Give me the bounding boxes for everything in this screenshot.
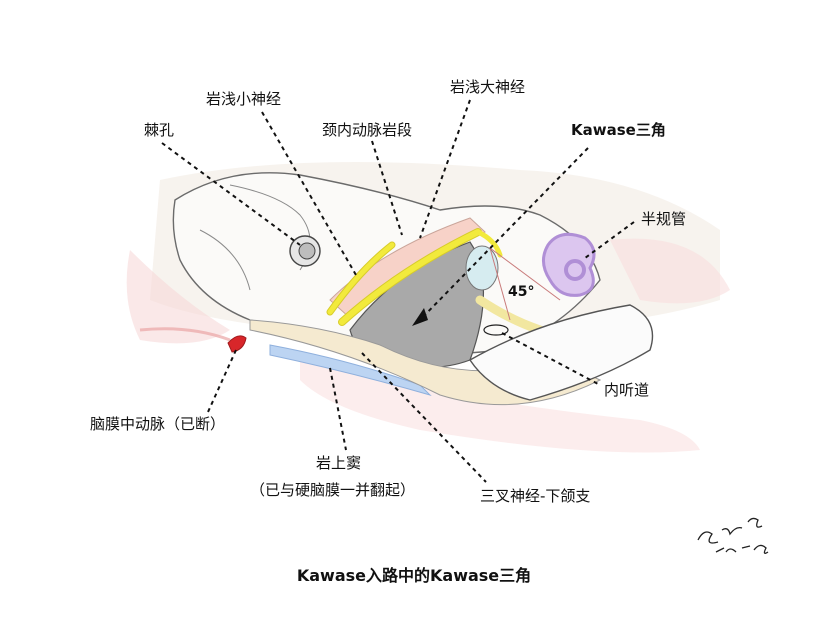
label-kawase-triangle: Kawase三角 <box>571 121 666 139</box>
label-greater-petrosal-nerve: 岩浅大神经 <box>450 78 526 96</box>
artery-trace <box>139 327 231 342</box>
iac-canal <box>475 295 545 335</box>
dura-wash-left <box>126 250 230 344</box>
leader-greater-petrosal <box>419 99 471 239</box>
leader-kawase <box>417 147 589 323</box>
leader-iac <box>501 332 599 385</box>
label-lesser-petrosal-nerve: 岩浅小神经 <box>206 90 282 108</box>
label-internal-auditory-canal: 内听道 <box>604 381 650 399</box>
dura-wash-bottom <box>300 360 700 453</box>
bone-contour-2 <box>199 229 251 291</box>
angle-line-1 <box>489 247 561 301</box>
label-petrosal-sinus-note: （已与硬脑膜一并翻起） <box>250 481 416 499</box>
label-carotid-petrous: 颈内动脉岩段 <box>322 121 413 139</box>
iac-ring <box>483 324 509 336</box>
dura-wash-right <box>610 238 730 304</box>
leader-petrosal-sinus <box>329 367 347 451</box>
middle-meningeal-artery <box>227 335 247 353</box>
arrow-head <box>412 308 428 326</box>
leader-mma <box>207 349 237 413</box>
signature <box>697 517 769 554</box>
label-semicircular-canals: 半规管 <box>641 210 687 228</box>
leader-v3 <box>361 352 487 483</box>
label-middle-meningeal-artery: 脑膜中动脉（已断） <box>90 415 226 433</box>
foramen-spinosum-inner <box>298 242 316 260</box>
label-trigeminal-v3: 三叉神经-下颌支 <box>480 487 591 505</box>
leader-semicircular <box>584 221 635 259</box>
lesser-petrosal-nerve-fill <box>327 242 395 315</box>
dura-flap <box>469 304 654 401</box>
greater-petrosal-nerve-fill <box>339 229 481 325</box>
label-superior-petrosal-sinus: 岩上窦 <box>316 454 362 472</box>
label-foramen-spinosum: 棘孔 <box>144 121 175 139</box>
leader-carotid <box>371 140 403 236</box>
semicircular-loop <box>564 259 586 281</box>
label-angle-45: 45° <box>508 284 535 300</box>
figure-caption: Kawase入路中的Kawase三角 <box>296 566 532 585</box>
cochlea-region <box>465 245 499 291</box>
facial-nerve-branch <box>475 229 503 258</box>
angle-line-2 <box>489 247 511 321</box>
